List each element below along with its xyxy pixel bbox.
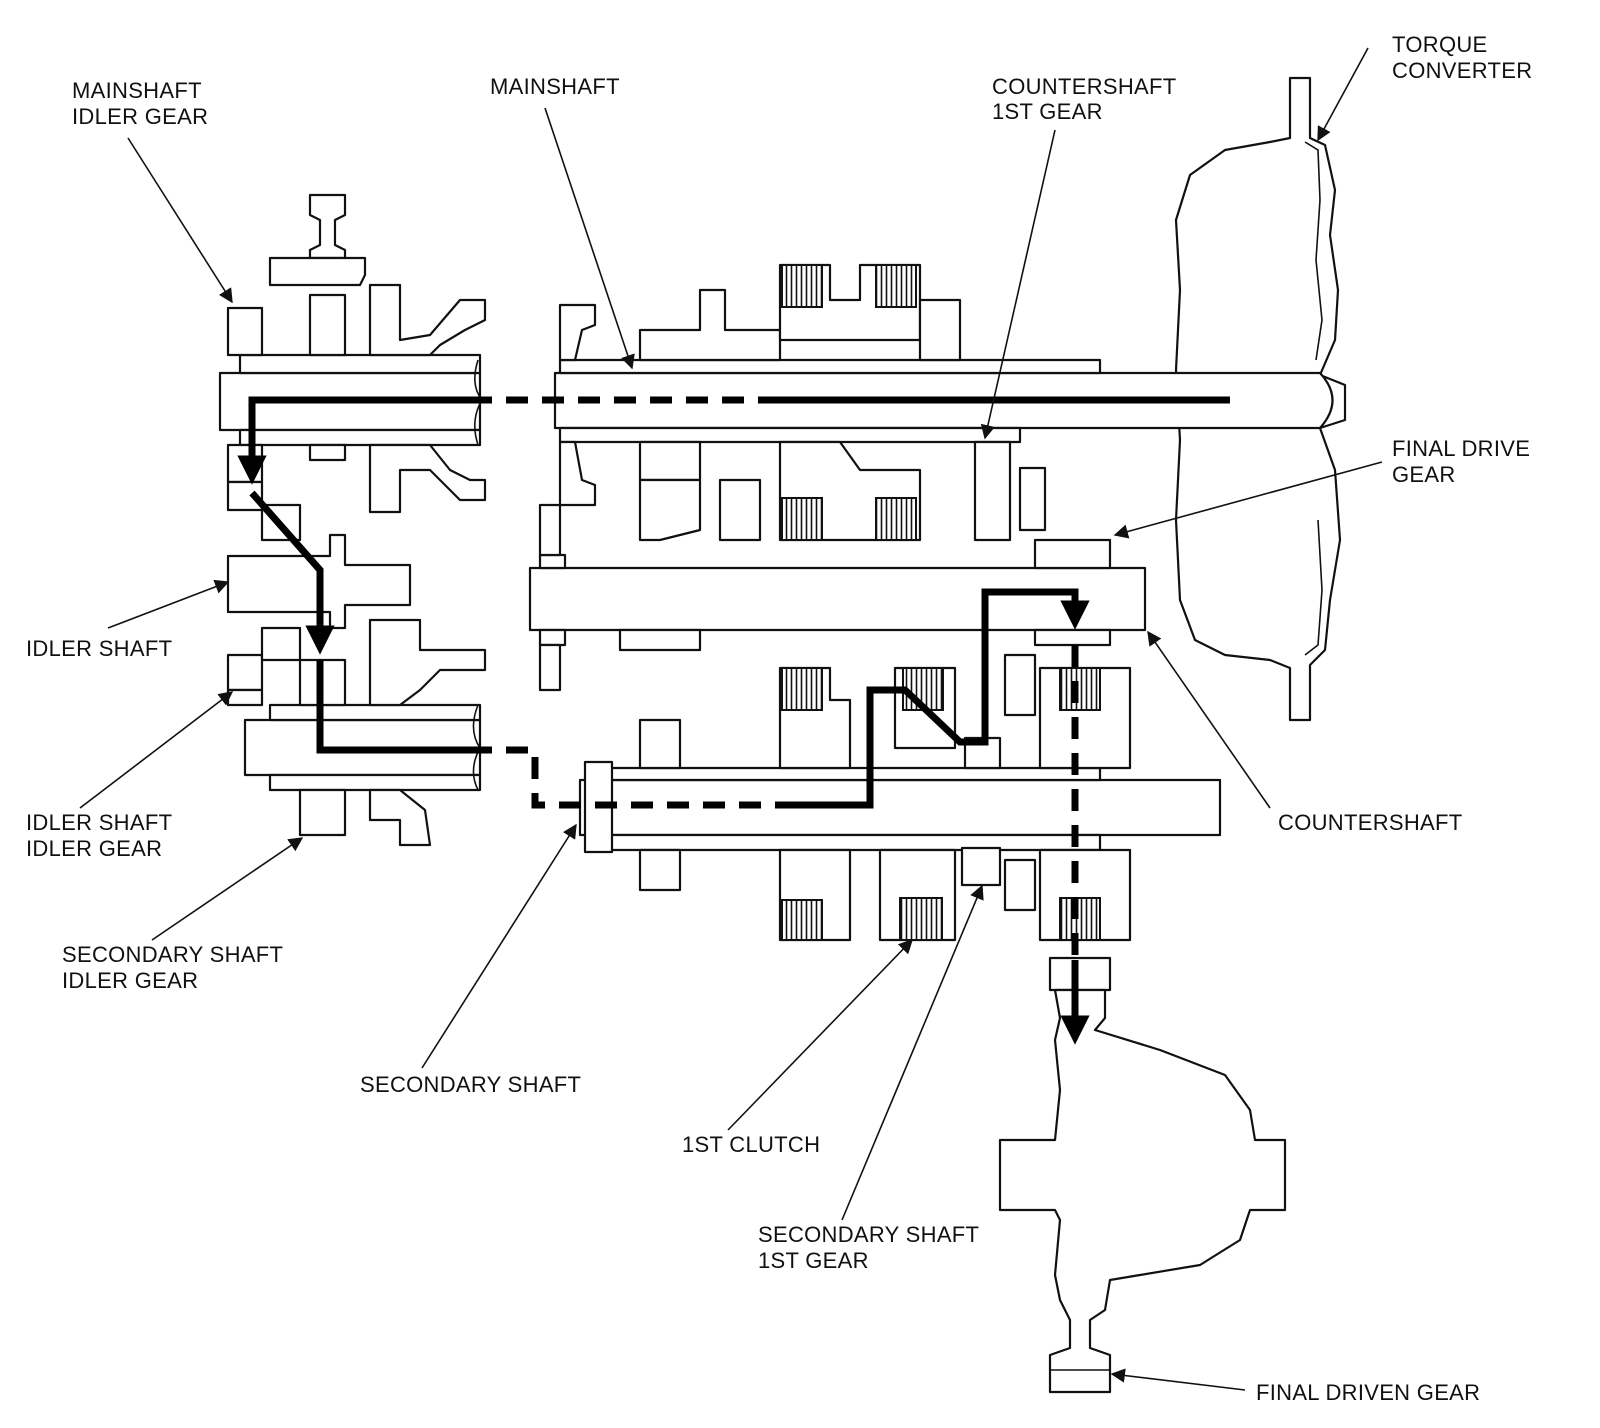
mainshaft-right-gears xyxy=(558,263,1047,542)
label-1st-clutch: 1ST CLUTCH xyxy=(682,1132,820,1157)
label-final-drive-gear: FINAL DRIVE GEAR xyxy=(1392,436,1537,487)
label-mainshaft: MAINSHAFT xyxy=(490,74,620,99)
power-flow-path xyxy=(237,396,1230,1045)
leader-lines xyxy=(79,47,1383,1391)
label-idler-shaft: IDLER SHAFT xyxy=(26,636,172,661)
label-countershaft: COUNTERSHAFT xyxy=(1278,810,1463,835)
secondary-shaft xyxy=(243,703,1222,854)
label-torque-converter: TORQUE CONVERTER xyxy=(1392,32,1532,83)
secondary-shaft-right-gears xyxy=(638,653,1132,942)
labels: MAINSHAFT IDLER GEAR MAINSHAFT COUNTERSH… xyxy=(26,32,1537,1405)
label-secondary-shaft-idler-gear: SECONDARY SHAFT IDLER GEAR xyxy=(62,942,289,993)
secondary-shaft-left-gears xyxy=(226,618,487,847)
mainshaft-left-gears xyxy=(226,193,487,514)
label-idler-shaft-idler-gear: IDLER SHAFT IDLER GEAR xyxy=(26,810,178,861)
differential xyxy=(998,956,1287,1394)
label-secondary-shaft-1st-gear: SECONDARY SHAFT 1ST GEAR xyxy=(758,1222,985,1273)
label-final-driven-gear: FINAL DRIVEN GEAR xyxy=(1256,1380,1480,1405)
countershaft xyxy=(528,503,1147,692)
label-secondary-shaft: SECONDARY SHAFT xyxy=(360,1072,581,1097)
label-mainshaft-idler-gear: MAINSHAFT IDLER GEAR xyxy=(72,78,208,129)
label-countershaft-1st-gear: COUNTERSHAFT 1ST GEAR xyxy=(992,74,1183,124)
